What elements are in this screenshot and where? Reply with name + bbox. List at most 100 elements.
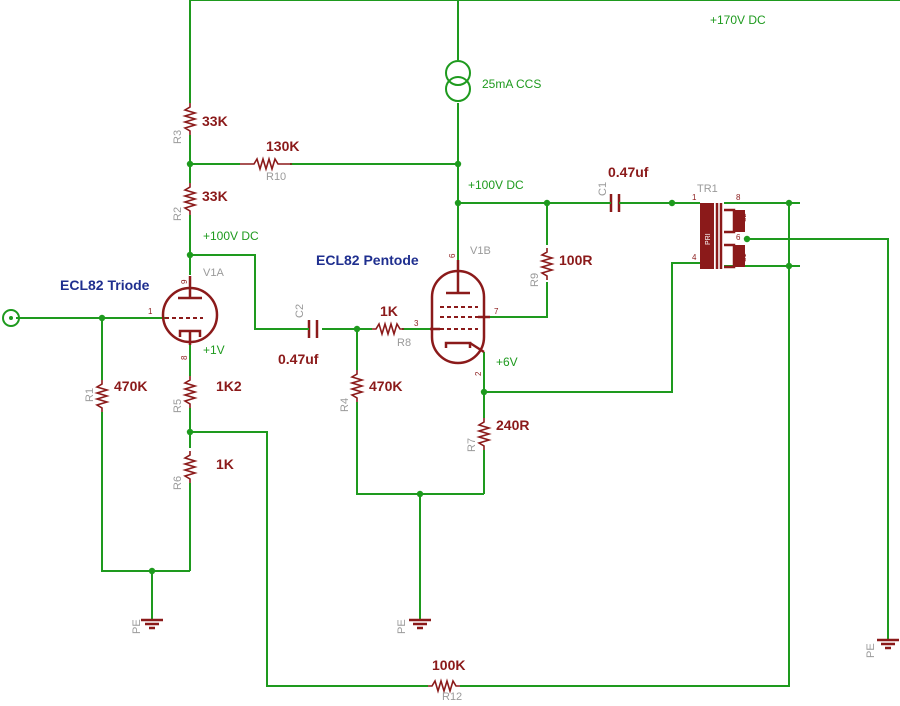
junction-dot bbox=[416, 490, 424, 498]
r9-ref: R9 bbox=[529, 273, 541, 287]
junction-dot bbox=[98, 314, 106, 322]
input-terminal bbox=[2, 309, 20, 327]
capacitor-c1 bbox=[600, 194, 630, 212]
r6-value: 1K bbox=[216, 456, 234, 472]
resistor-r2 bbox=[182, 183, 198, 215]
r3-ref: R3 bbox=[172, 130, 184, 144]
junction-dot bbox=[743, 235, 751, 243]
c2-value: 0.47uf bbox=[278, 351, 319, 367]
r10-ref: R10 bbox=[266, 171, 286, 183]
r2-ref: R2 bbox=[172, 207, 184, 221]
v1b-pin-grid: 3 bbox=[414, 319, 419, 328]
v1a-cathode-voltage: +1V bbox=[203, 343, 225, 357]
r5-ref: R5 bbox=[172, 399, 184, 413]
tr1-primary-label: PRI bbox=[705, 233, 712, 245]
junction-dot bbox=[186, 251, 194, 259]
junction-dot bbox=[186, 160, 194, 168]
rail-170v-label: +170V DC bbox=[710, 13, 766, 27]
r4-ref: R4 bbox=[339, 398, 351, 412]
c2-ref: C2 bbox=[294, 304, 306, 318]
resistor-r10 bbox=[240, 156, 292, 172]
pentode-title: ECL82 Pentode bbox=[316, 252, 419, 268]
junction-dot bbox=[543, 199, 551, 207]
v1b-cathode-voltage: +6V bbox=[496, 355, 518, 369]
ground-mid bbox=[409, 618, 431, 630]
tr1-pin-s2: S2 bbox=[741, 213, 748, 222]
c1-ref: C1 bbox=[597, 182, 609, 196]
resistor-r12 bbox=[428, 678, 460, 694]
transformer-tr1 bbox=[698, 202, 745, 269]
r8-value: 1K bbox=[380, 303, 398, 319]
r7-ref: R7 bbox=[466, 438, 478, 452]
ground-left bbox=[141, 618, 163, 630]
wire-tr-pin4 bbox=[484, 262, 698, 393]
wire-r1 bbox=[101, 318, 190, 572]
ground-right bbox=[877, 638, 899, 650]
ccs-label: 25mA CCS bbox=[482, 77, 541, 91]
junction-dot bbox=[148, 567, 156, 575]
junction-dot bbox=[785, 199, 793, 207]
resistor-r6 bbox=[182, 451, 198, 483]
resistor-r8 bbox=[372, 321, 404, 337]
wire-v1a-plate-to-c2 bbox=[190, 254, 306, 330]
r1-value: 470K bbox=[114, 378, 147, 394]
r1-ref: R1 bbox=[84, 388, 96, 402]
tr1-pin-6: 6 bbox=[736, 233, 741, 242]
v1a-pin-grid: 1 bbox=[148, 307, 153, 316]
r12-value: 100K bbox=[432, 657, 465, 673]
r9-value: 100R bbox=[559, 252, 592, 268]
node-100v-left-label: +100V DC bbox=[203, 229, 259, 243]
node-100v-right-label: +100V DC bbox=[468, 178, 524, 192]
v1a-ref: V1A bbox=[203, 267, 224, 279]
r10-value: 130K bbox=[266, 138, 299, 154]
wire-r4 bbox=[356, 329, 484, 495]
r2-value: 33K bbox=[202, 188, 228, 204]
r6-ref: R6 bbox=[172, 476, 184, 490]
tr1-pin-s1: S1 bbox=[741, 253, 748, 262]
junctions bbox=[98, 160, 793, 575]
pentode-v1b bbox=[430, 260, 490, 365]
capacitor-c2 bbox=[306, 320, 319, 338]
r8-ref: R8 bbox=[397, 337, 411, 349]
triode-title: ECL82 Triode bbox=[60, 277, 150, 293]
r7-value: 240R bbox=[496, 417, 529, 433]
junction-dot bbox=[454, 199, 462, 207]
resistor-r1 bbox=[94, 380, 110, 412]
r3-value: 33K bbox=[202, 113, 228, 129]
tr1-pin-8: 8 bbox=[736, 193, 741, 202]
triode-v1a bbox=[161, 276, 219, 345]
c1-value: 0.47uf bbox=[608, 164, 649, 180]
junction-dot bbox=[353, 325, 361, 333]
tr1-ref: TR1 bbox=[697, 183, 718, 195]
v1b-ref: V1B bbox=[470, 245, 491, 257]
v1b-pin-cathode: 2 bbox=[474, 371, 483, 376]
ground-left-label: PE bbox=[131, 619, 143, 634]
wire-feedback bbox=[190, 203, 790, 687]
resistor-r3 bbox=[182, 103, 198, 135]
junction-dot bbox=[454, 160, 462, 168]
resistor-r4 bbox=[349, 370, 365, 402]
junction-dot bbox=[480, 388, 488, 396]
resistor-r5 bbox=[182, 376, 198, 408]
junction-dot bbox=[186, 428, 194, 436]
v1b-pin-screen: 7 bbox=[494, 307, 499, 316]
v1a-pin-plate: 9 bbox=[180, 279, 189, 284]
v1b-pin-plate: 6 bbox=[448, 253, 457, 258]
wire-sec-center bbox=[747, 238, 889, 640]
resistor-r9 bbox=[539, 248, 555, 280]
tr1-pin-4: 4 bbox=[692, 253, 697, 262]
current-source-ccs bbox=[445, 60, 471, 102]
wire-r9-bottom bbox=[490, 282, 548, 318]
tr1-pin-1: 1 bbox=[692, 193, 697, 202]
junction-dot bbox=[785, 262, 793, 270]
r4-value: 470K bbox=[369, 378, 402, 394]
wires bbox=[16, 0, 900, 687]
v1a-pin-cathode: 8 bbox=[180, 355, 189, 360]
r5-value: 1K2 bbox=[216, 378, 242, 394]
r12-ref: R12 bbox=[442, 691, 462, 703]
ground-right-label: PE bbox=[865, 643, 877, 658]
junction-dot bbox=[668, 199, 676, 207]
ground-mid-label: PE bbox=[396, 619, 408, 634]
resistor-r7 bbox=[476, 418, 492, 450]
